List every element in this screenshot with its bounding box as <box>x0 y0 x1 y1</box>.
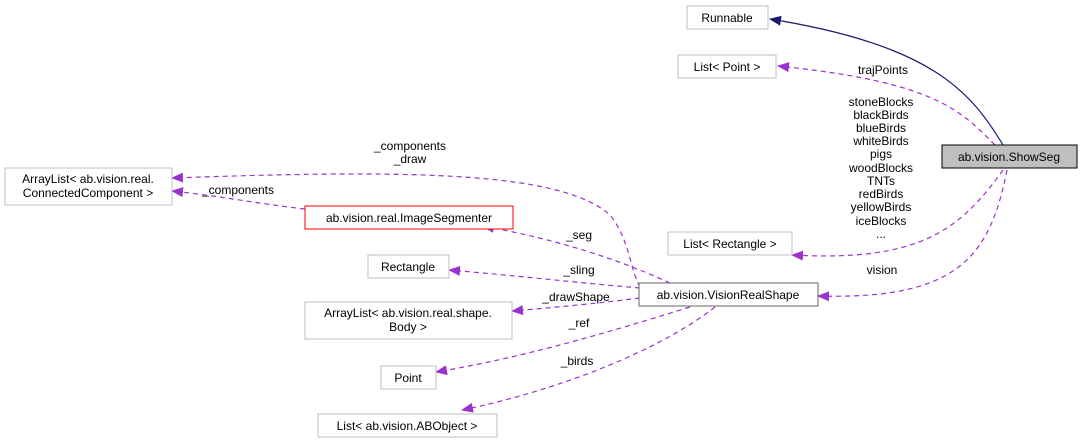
label-field: whiteBirds <box>852 134 908 148</box>
edge-components <box>171 187 306 210</box>
node-arraylist-cc-label-1: ArrayList< ab.vision.real. <box>22 172 154 186</box>
label-field: pigs <box>870 147 892 161</box>
node-list-point[interactable]: List< Point > <box>677 54 777 79</box>
label-field: ... <box>876 227 886 241</box>
label-field: blueBirds <box>856 121 906 135</box>
node-vision-real-shape[interactable]: ab.vision.VisionRealShape <box>638 282 819 307</box>
node-list-rectangle-label: List< Rectangle > <box>683 237 776 251</box>
label-components: _components <box>201 183 274 197</box>
edge-sling <box>448 265 641 289</box>
label-field: woodBlocks <box>848 161 913 175</box>
label-field: yellowBirds <box>851 200 912 214</box>
edge-draw-shape <box>511 297 641 316</box>
node-arraylist-body[interactable]: ArrayList< ab.vision.real.shape. Body > <box>304 301 513 340</box>
node-point[interactable]: Point <box>380 365 437 390</box>
label-field: TNTs <box>867 174 895 188</box>
node-arraylist-body-label-2: Body > <box>389 320 427 334</box>
label-field: stoneBlocks <box>849 95 914 109</box>
node-list-abobject[interactable]: List< ab.vision.ABObject > <box>317 413 498 438</box>
label-traj-points: trajPoints <box>858 63 908 77</box>
label-field: redBirds <box>859 187 904 201</box>
label-components-draw-1: _components <box>373 139 446 153</box>
node-runnable-label: Runnable <box>701 11 753 25</box>
node-list-rectangle[interactable]: List< Rectangle > <box>667 231 793 256</box>
edge-components-draw <box>171 172 641 288</box>
label-field: iceBlocks <box>856 214 907 228</box>
node-point-label: Point <box>394 371 422 385</box>
label-vision: vision <box>867 263 898 277</box>
node-image-segmenter[interactable]: ab.vision.real.ImageSegmenter <box>304 205 514 230</box>
node-vision-real-shape-label: ab.vision.VisionRealShape <box>657 288 800 302</box>
node-show-seg[interactable]: ab.vision.ShowSeg <box>941 144 1078 169</box>
node-rectangle-label: Rectangle <box>381 260 435 274</box>
label-ref: _ref <box>568 316 590 330</box>
edge-vision <box>817 169 1008 302</box>
edge-ref <box>435 306 691 376</box>
label-seg: _seg <box>565 228 592 242</box>
node-runnable[interactable]: Runnable <box>686 5 769 30</box>
node-show-seg-label: ab.vision.ShowSeg <box>958 150 1060 164</box>
edge-inherit-runnable <box>769 15 1004 146</box>
edge-birds <box>461 306 716 413</box>
edge-list-rectangle <box>791 169 1004 261</box>
node-list-abobject-label: List< ab.vision.ABObject > <box>337 419 478 433</box>
node-arraylist-connected-component[interactable]: ArrayList< ab.vision.real. ConnectedComp… <box>4 167 173 206</box>
label-components-draw-2: _draw <box>393 152 427 166</box>
edge-seg <box>482 223 671 284</box>
node-arraylist-body-label-1: ArrayList< ab.vision.real.shape. <box>324 306 492 320</box>
node-image-segmenter-label: ab.vision.real.ImageSegmenter <box>326 211 492 225</box>
node-list-point-label: List< Point > <box>694 60 761 74</box>
label-list-rectangle-fields: stoneBlocks blackBirds blueBirds whiteBi… <box>848 95 913 241</box>
node-rectangle[interactable]: Rectangle <box>367 254 450 279</box>
label-field: blackBirds <box>853 108 908 122</box>
edge-traj-points <box>777 62 996 146</box>
node-arraylist-cc-label-2: ConnectedComponent > <box>23 186 153 200</box>
label-birds: _birds <box>560 354 594 368</box>
label-draw-shape: _drawShape <box>541 290 610 304</box>
label-sling: _sling <box>562 263 594 277</box>
